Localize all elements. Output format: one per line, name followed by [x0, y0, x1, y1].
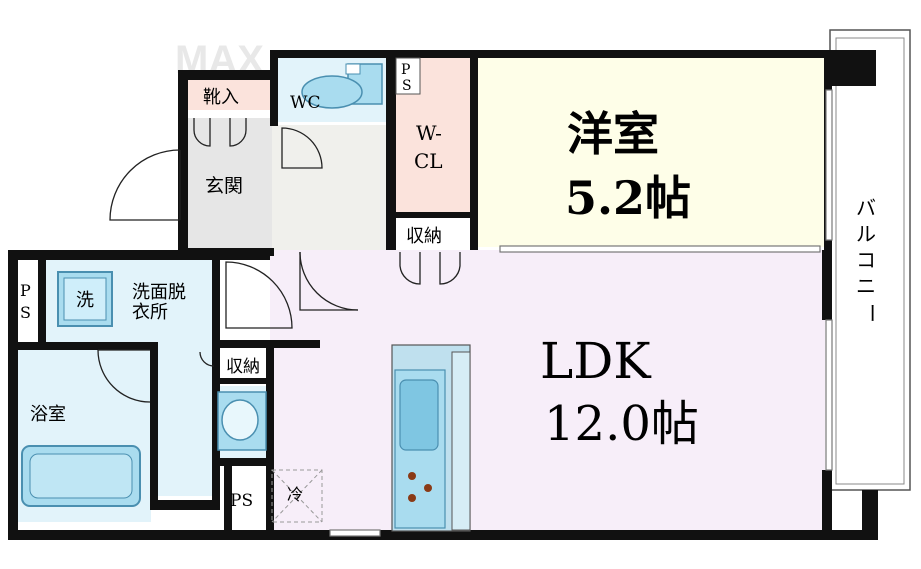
storage-mid-floor — [220, 350, 270, 380]
wcl-label-1: W- — [416, 121, 442, 145]
ps-top-label: P S — [401, 62, 412, 94]
storage-top-floor — [396, 218, 470, 250]
doors — [97, 118, 461, 403]
balcony-char: バ — [856, 196, 876, 220]
wc-label: WC — [290, 93, 320, 113]
entrance-label: 玄関 — [205, 175, 243, 197]
hall-floor — [272, 125, 390, 250]
ldk-name: LDK — [540, 332, 652, 390]
kutsuire-floor — [186, 80, 272, 110]
svg-text:P: P — [20, 281, 31, 300]
balcony-char: コ — [856, 248, 876, 272]
ldk-size: 12.0帖 — [544, 396, 699, 452]
entrance-floor — [186, 118, 272, 248]
fridge-space — [271, 469, 323, 523]
balcony-char: ー — [860, 303, 884, 323]
balcony-char: ル — [856, 222, 876, 246]
storage-top-label: 収納 — [406, 226, 442, 247]
ps-left-label: P S — [20, 281, 31, 322]
wash-basin — [217, 391, 267, 451]
kitchen-counter — [391, 344, 471, 532]
bathroom-label: 浴室 — [30, 404, 66, 425]
bathtub — [21, 445, 141, 507]
ps-top-box — [395, 57, 421, 95]
svg-text:S: S — [20, 303, 31, 322]
washroom-lower-floor — [155, 346, 217, 496]
ps-bottom-label: PS — [230, 491, 253, 511]
western-room-floor — [475, 57, 827, 247]
washer-label: 洗 — [76, 290, 94, 311]
svg-text:P: P — [401, 62, 410, 78]
washer-pan — [57, 271, 113, 327]
balcony-inner — [835, 37, 905, 485]
western-room-size: 5.2帖 — [565, 171, 691, 225]
storage-mid-label: 収納 — [226, 357, 260, 377]
ldk-floor — [270, 250, 825, 530]
balcony-floor — [829, 29, 911, 491]
toilet-wc — [301, 63, 383, 109]
washroom-label-1: 洗面脱 — [132, 282, 186, 303]
balcony-char: ニ — [856, 274, 876, 298]
western-room-name: 洋室 — [567, 107, 659, 161]
fridge-label: 冷 — [287, 485, 303, 504]
svg-text:S: S — [402, 78, 412, 94]
windows — [329, 89, 833, 537]
washroom-label-2: 衣所 — [132, 302, 168, 323]
wcl-label-2: CL — [414, 149, 443, 173]
kutsuire-label: 靴入 — [203, 87, 239, 108]
